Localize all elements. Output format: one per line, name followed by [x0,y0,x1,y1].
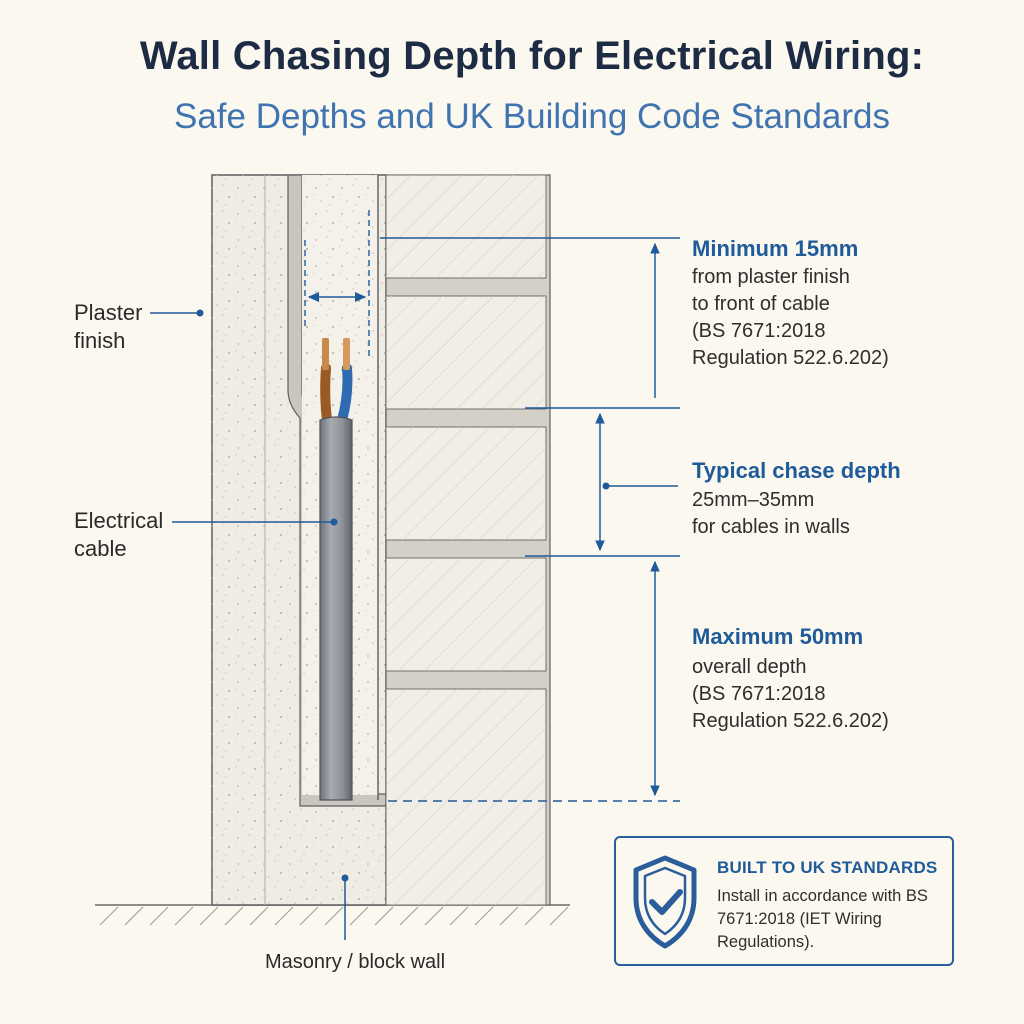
uk-standards-badge: BUILT TO UK STANDARDS Install in accorda… [614,836,954,966]
depth-dimension-lines [380,237,680,802]
typical-depth-heading: Typical chase depth [692,458,901,483]
diagram-subtitle: Safe Depths and UK Building Code Standar… [173,97,890,136]
badge-text: Install in accordance with BS 7671:2018 … [717,887,928,951]
electrical-cable [319,338,353,801]
chase-width-dimension [304,210,370,360]
typical-depth-text: 25mm–35mm for cables in walls [692,489,850,538]
minimum-depth-text: from plaster finish to front of cable (B… [692,266,889,369]
maximum-depth-text: overall depth (BS 7671:2018 Regulation 5… [692,656,889,732]
masonry-wall-label: Masonry / block wall [265,951,446,973]
masonry-block-wall [385,174,551,906]
badge-title: BUILT TO UK STANDARDS [717,858,938,877]
plaster-finish-label: Plaster finish [74,300,143,353]
minimum-depth-heading: Minimum 15mm [692,236,859,261]
shield-check-icon [633,855,697,949]
electrical-cable-label: Electrical cable [74,508,164,561]
ground-hatching [95,904,570,926]
maximum-depth-heading: Maximum 50mm [692,624,864,649]
diagram-title: Wall Chasing Depth for Electrical Wiring… [139,34,925,78]
label-leaders [150,309,610,940]
